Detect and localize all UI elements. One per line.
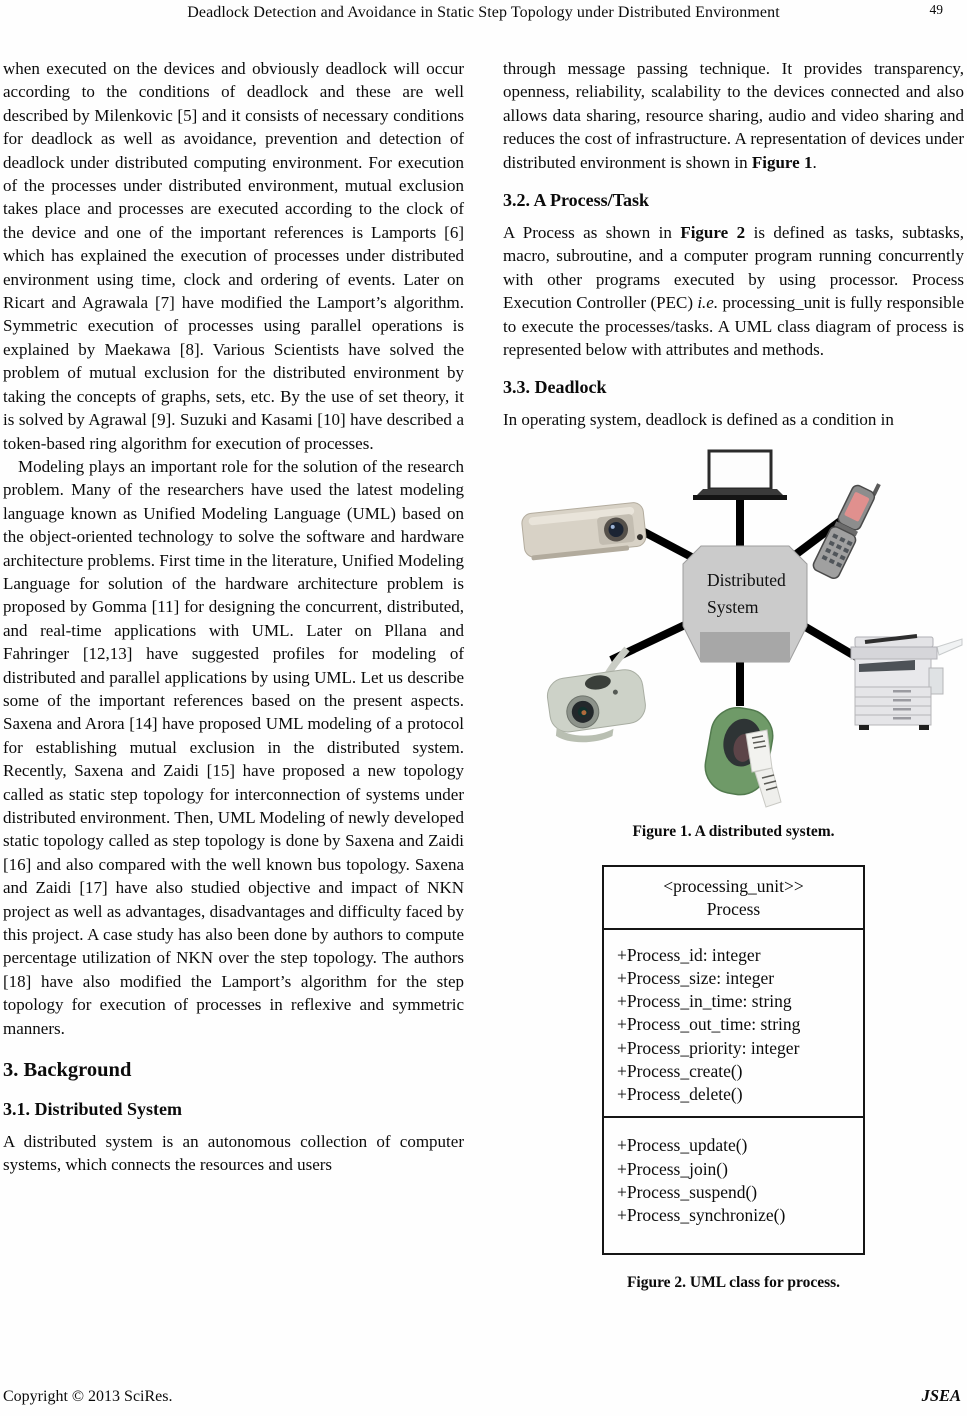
mobile-phone-icon	[812, 483, 881, 579]
subsection-heading-process-task: 3.2. A Process/Task	[503, 190, 650, 211]
ie-abbreviation: i.e.	[697, 293, 719, 313]
body-paragraph: Modeling plays an important role for the…	[3, 456, 464, 1038]
figure2-reference: Figure 2	[680, 223, 746, 243]
paragraph-text: .	[812, 152, 817, 172]
paragraph-text: A Process as shown in	[503, 223, 681, 243]
photocopier-icon	[850, 633, 963, 730]
paragraph-text: processing_unit is fully responsible to …	[503, 293, 964, 360]
webcam-icon	[546, 646, 646, 743]
uml-attribute: +Process_out_time: string	[617, 1014, 801, 1035]
figure1-distributed-system: Distributed System	[503, 446, 964, 841]
body-paragraph: through message passing technique. It pr…	[503, 57, 964, 174]
subsection-heading-deadlock: 3.3. Deadlock	[503, 377, 607, 398]
uml-class-header: <processing_unit>> Process	[604, 867, 863, 930]
uml-attribute: +Process_id: integer	[617, 944, 761, 965]
body-paragraph: In operating system, deadlock is defined…	[503, 410, 894, 430]
hub-label-line2: System	[707, 597, 759, 617]
paragraph-text: through message passing technique. It pr…	[503, 59, 964, 172]
body-paragraph: A distributed system is an autonomous co…	[3, 1132, 464, 1175]
copyright-notice: Copyright © 2013 SciRes.	[3, 1388, 173, 1405]
uml-method: +Process_synchronize()	[617, 1204, 786, 1225]
uml-method: +Process_update()	[617, 1135, 748, 1156]
label-strip	[745, 729, 782, 808]
figure1-reference: Figure 1	[751, 152, 813, 172]
uml-method: +Process_join()	[617, 1158, 728, 1179]
uml-stereotype: <processing_unit>>	[663, 875, 804, 896]
figure1-canvas: Distributed System	[521, 449, 963, 808]
figure2-uml-class-box: <processing_unit>> Process +Process_id: …	[602, 864, 865, 1256]
left-column: when executed on the devices and obvious…	[3, 57, 464, 1177]
journal-abbreviation: JSEA	[921, 1386, 961, 1405]
uml-methods-compartment: +Process_update() +Process_join() +Proce…	[604, 1118, 863, 1253]
figure1-caption: Figure 1. A distributed system.	[632, 822, 835, 840]
uml-attribute: +Process_delete()	[617, 1084, 743, 1105]
laptop-icon	[693, 449, 787, 500]
uml-class-name: Process	[706, 898, 761, 919]
figure2-caption: Figure 2. UML class for process.	[626, 1274, 841, 1292]
page-number: 49	[929, 2, 944, 17]
hub-label-line1: Distributed	[707, 570, 786, 590]
body-paragraph: A Process as shown in Figure 2 is define…	[503, 221, 964, 361]
uml-attribute: +Process_size: integer	[617, 968, 775, 989]
uml-method: +Process_suspend()	[617, 1181, 758, 1202]
phone-keypad	[821, 533, 853, 568]
running-head-title: Deadlock Detection and Avoidance in Stat…	[187, 4, 780, 21]
projector-icon	[521, 502, 647, 561]
body-paragraph: when executed on the devices and obvious…	[3, 59, 464, 453]
right-column: through message passing technique. It pr…	[503, 57, 964, 1292]
paragraph-text: is defined as tasks, subtasks, macro, su…	[503, 223, 964, 313]
uml-attribute: +Process_create()	[617, 1060, 743, 1081]
section-heading-background: 3. Background	[3, 1059, 132, 1082]
label-printer-icon	[704, 706, 782, 808]
uml-attribute: +Process_in_time: string	[617, 991, 792, 1012]
subsection-heading-distributed-system: 3.1. Distributed System	[3, 1099, 182, 1120]
uml-attribute: +Process_priority: integer	[617, 1037, 800, 1058]
distributed-system-box: Distributed System	[682, 545, 808, 663]
uml-attributes-compartment: +Process_id: integer +Process_size: inte…	[604, 930, 863, 1119]
